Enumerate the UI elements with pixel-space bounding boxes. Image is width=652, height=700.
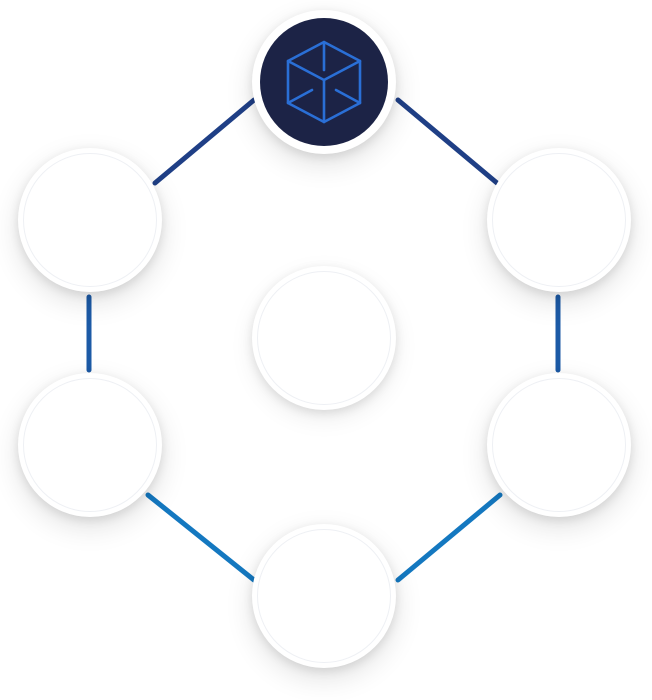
connector-top-left — [152, 97, 257, 186]
node-lower-left — [18, 373, 162, 517]
node-upper-left — [18, 148, 162, 292]
cube-icon — [286, 40, 362, 124]
connector-top-right — [395, 97, 500, 186]
connector-bottom-right — [395, 492, 503, 583]
node-center — [252, 266, 396, 410]
node-bottom — [252, 524, 396, 668]
node-upper-right — [487, 148, 631, 292]
node-lower-right — [487, 373, 631, 517]
hub-node — [252, 10, 396, 154]
connector-bottom-left — [145, 492, 257, 583]
hub-inner-circle — [260, 18, 388, 146]
